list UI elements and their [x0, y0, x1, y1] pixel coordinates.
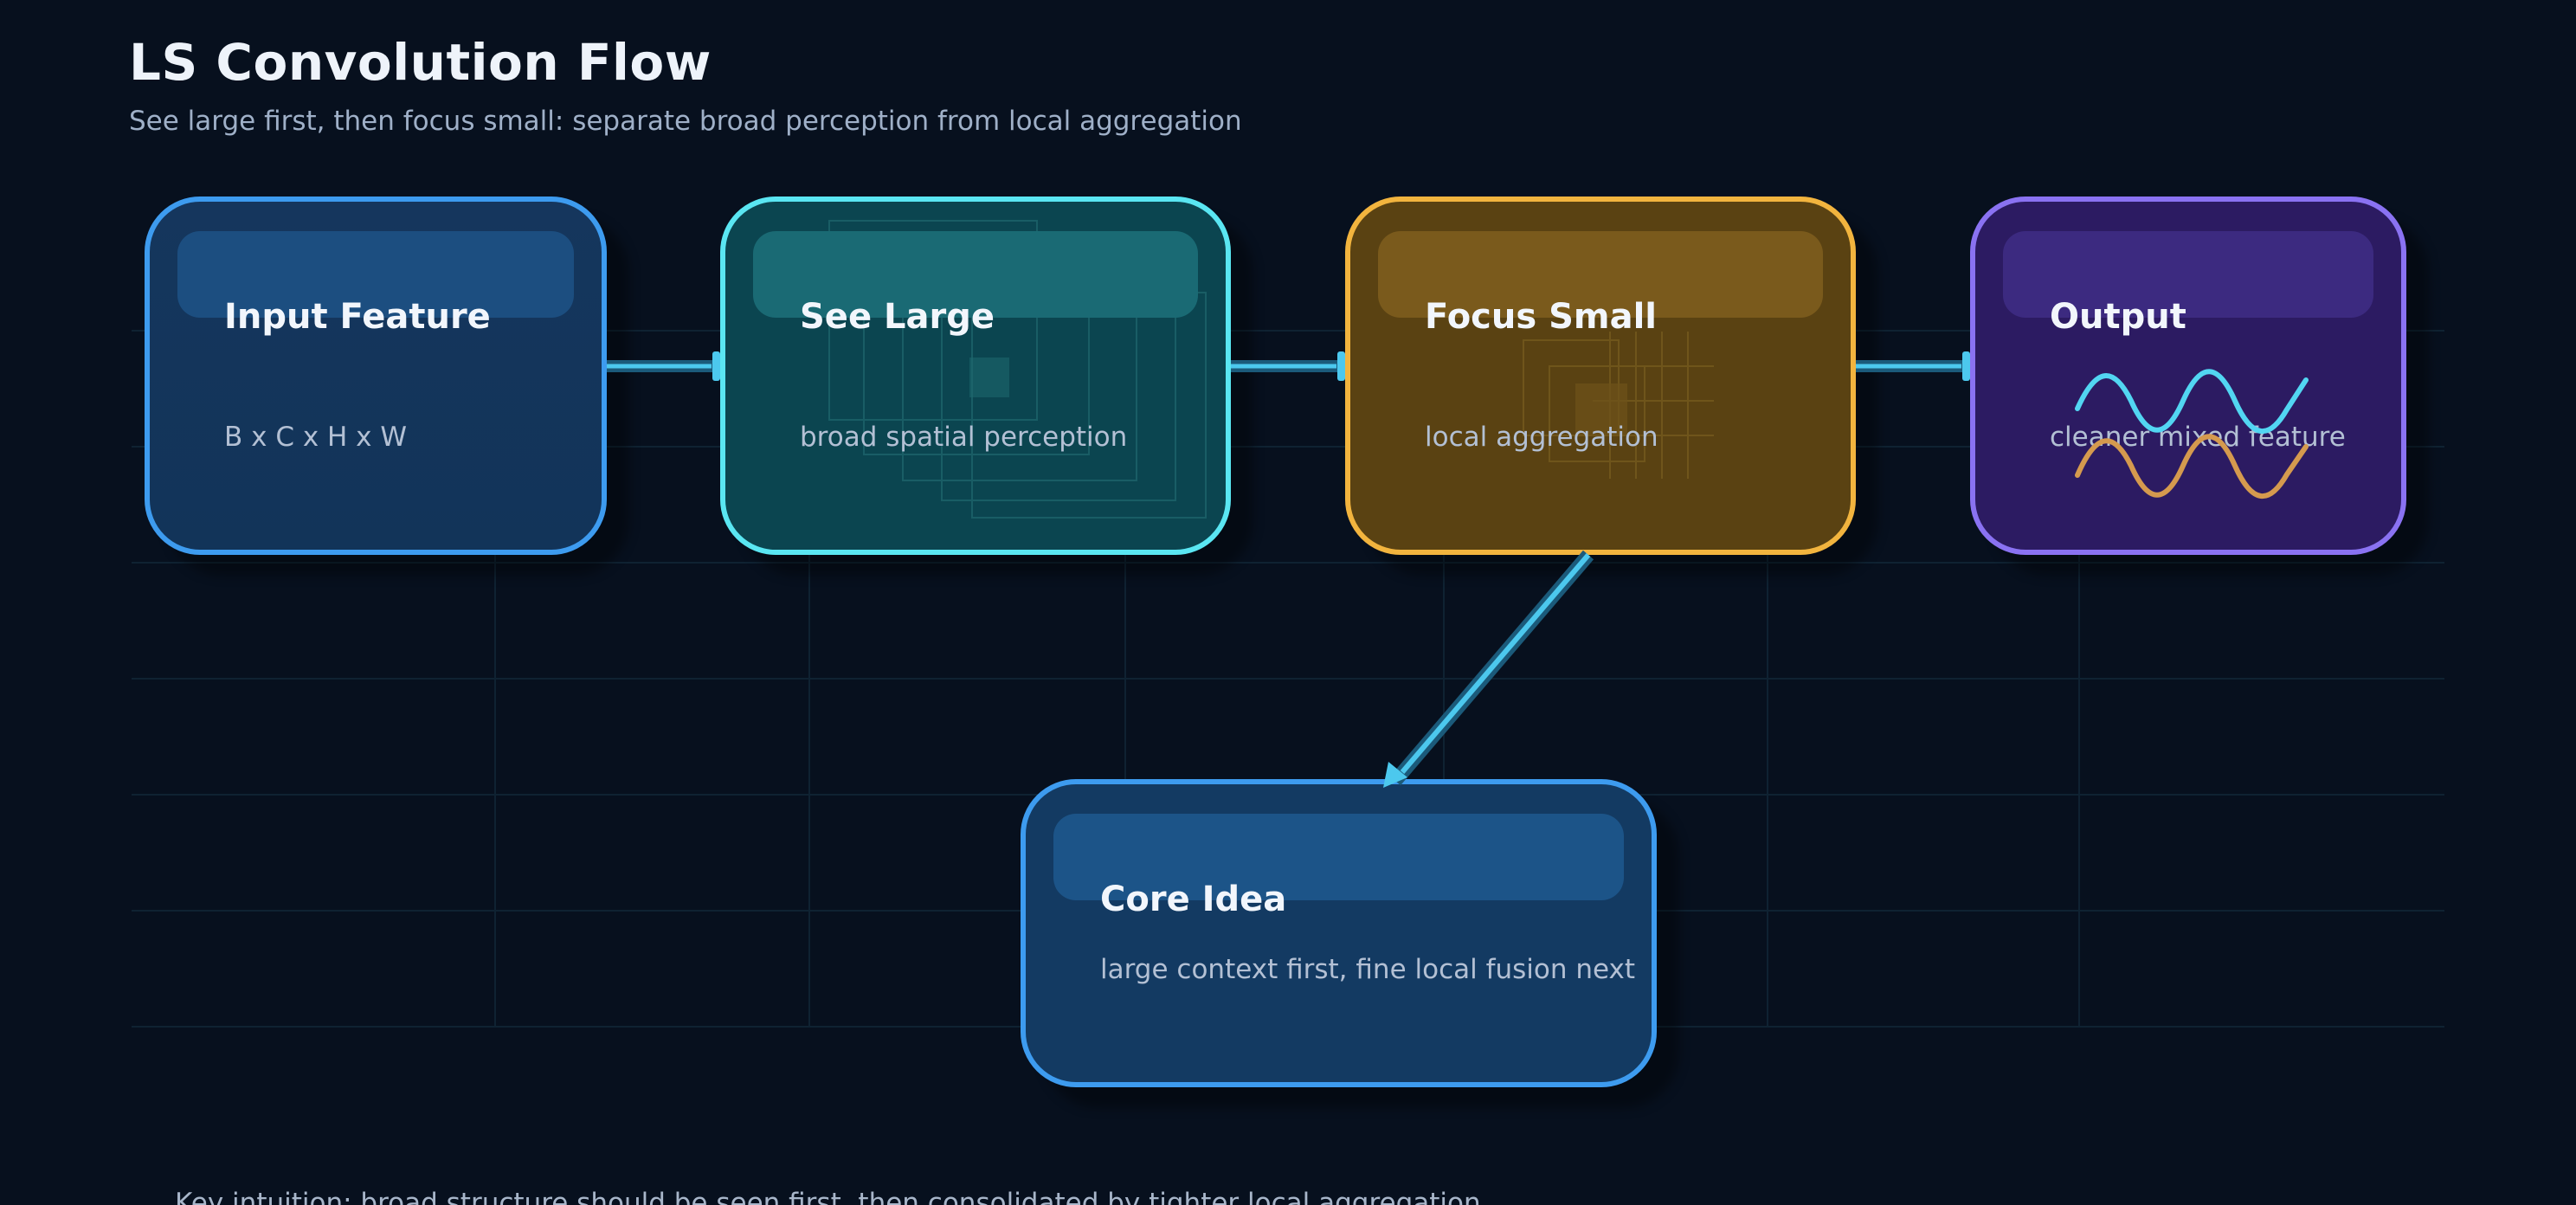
node-title: See Large	[800, 297, 995, 337]
node-header-band	[2003, 231, 2373, 318]
node-title: Focus Small	[1425, 297, 1658, 337]
node-input-feature[interactable]: Input Feature B x C x H x W	[145, 197, 607, 555]
node-title: Input Feature	[224, 297, 491, 337]
node-description: cleaner mixed feature	[2050, 422, 2346, 453]
node-description: large context first, fine local fusion n…	[1100, 954, 1636, 985]
node-description: local aggregation	[1425, 422, 1658, 453]
node-description: B x C x H x W	[224, 422, 408, 453]
node-title: Core Idea	[1100, 880, 1287, 919]
node-core-idea[interactable]: Core Idea large context first, fine loca…	[1021, 779, 1657, 1087]
node-see-large[interactable]: See Large broad spatial perception	[720, 197, 1231, 555]
node-focus-small[interactable]: Focus Small local aggregation	[1345, 197, 1856, 555]
node-title: Output	[2050, 297, 2186, 337]
node-output[interactable]: Output cleaner mixed feature	[1970, 197, 2406, 555]
page-subtitle: See large first, then focus small: separ…	[129, 106, 1242, 137]
node-header-band	[1378, 231, 1823, 318]
footer-note: Key intuition: broad structure should be…	[175, 1188, 1490, 1205]
small-kernel-icon	[1523, 332, 1714, 479]
wave-icon	[2075, 369, 2309, 499]
page-title: LS Convolution Flow	[129, 33, 712, 92]
node-header-band	[753, 231, 1198, 318]
node-header-band	[177, 231, 574, 318]
node-description: broad spatial perception	[800, 422, 1128, 453]
node-header-band	[1053, 814, 1624, 900]
